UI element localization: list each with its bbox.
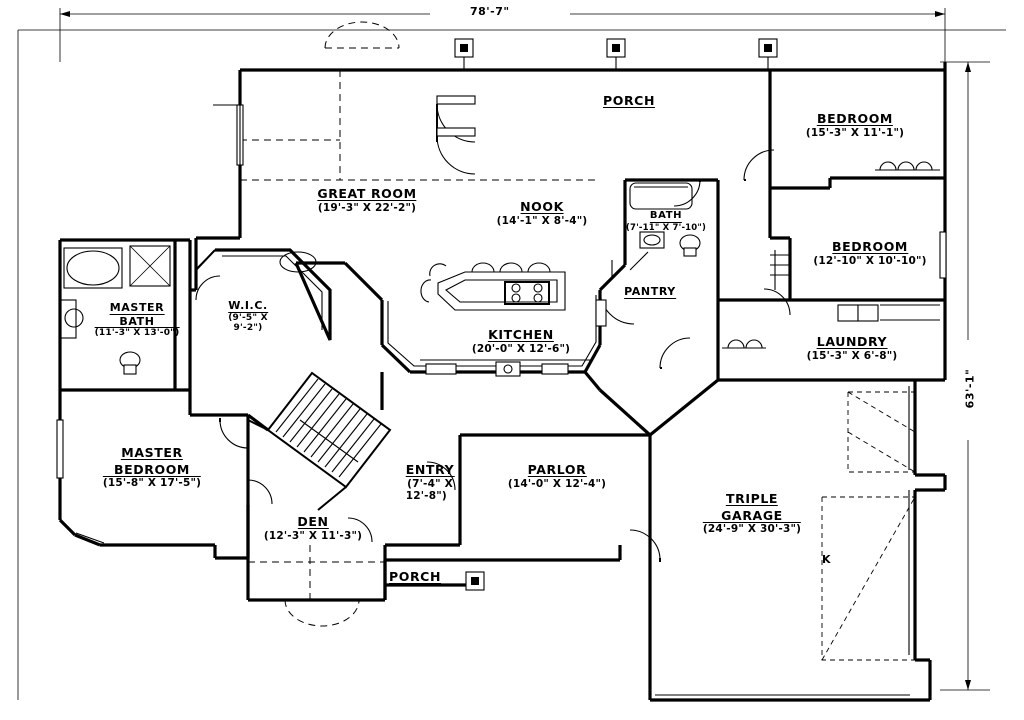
room-dimension: (12'-10" X 10'-10") xyxy=(813,254,927,267)
room-label-triple-garage: TRIPLE GARAGE (24'-9" X 30'-3") xyxy=(702,490,802,535)
room-label-bedroom-1: BEDROOM (15'-3" X 11'-1") xyxy=(806,110,904,139)
room-label-kitchen: KITCHEN (20'-0" X 12'-6") xyxy=(472,326,570,355)
garage-mark-label: K xyxy=(822,553,831,566)
room-label-bedroom-2: BEDROOM (12'-10" X 10'-10") xyxy=(813,238,926,267)
room-name-line1: MASTER xyxy=(121,445,183,461)
garage-walls xyxy=(650,380,947,702)
room-label-parlor: PARLOR (14'-0" X 12'-4") xyxy=(508,461,606,490)
room-label-den: DEN (12'-3" X 11'-3") xyxy=(264,513,362,542)
room-name: NOOK xyxy=(520,199,564,215)
room-dimension: (20'-0" X 12'-6") xyxy=(471,342,571,355)
bath-pantry-block xyxy=(598,178,720,325)
room-label-bath: BATH (7'-11" X 7'-10") xyxy=(626,205,706,232)
entry-parlor-den-walls xyxy=(246,433,661,700)
room-dimension: (12'-3" X 11'-3") xyxy=(263,529,363,542)
overall-width-dimension: 78'-7" xyxy=(470,5,510,18)
room-name: PANTRY xyxy=(624,285,676,299)
room-name-line1: MASTER xyxy=(109,301,165,315)
right-wing-walls xyxy=(659,62,947,382)
room-name: LAUNDRY xyxy=(816,334,888,350)
room-name: PORCH xyxy=(388,569,442,585)
room-label-master-bath: MASTER BATH (11'-3" X 13'-0") xyxy=(94,298,180,339)
overall-height-dimension: 63'-1" xyxy=(963,368,977,409)
room-label-pantry: PANTRY xyxy=(624,282,676,299)
hallway-walls xyxy=(247,370,720,437)
dimension-lines xyxy=(17,8,1006,700)
room-dimension: (15'-3" X 6'-8") xyxy=(806,349,898,362)
staircase xyxy=(247,371,392,511)
room-name: PORCH xyxy=(602,93,656,109)
room-name-line2: BATH xyxy=(94,316,180,329)
room-label-master-bedroom: MASTER BEDROOM (15'-8" X 17'-5") xyxy=(102,444,202,489)
room-dimension-line2: 9'-2") xyxy=(233,323,263,334)
room-name: BATH xyxy=(649,210,683,223)
top-porch-structure xyxy=(238,21,778,238)
master-suite-walls xyxy=(56,238,332,560)
room-dimension-line2: 12'-8") xyxy=(405,489,447,502)
great-room-walls xyxy=(194,70,600,290)
room-name-line1: TRIPLE xyxy=(725,491,779,507)
room-dimension-line1: (7'-4" X xyxy=(407,477,453,490)
room-name: ENTRY xyxy=(405,462,455,478)
room-name-line2: GARAGE xyxy=(702,509,802,523)
room-label-entry: ENTRY (7'-4" X 12'-8") xyxy=(405,461,455,502)
room-label-porch-top: PORCH xyxy=(602,92,656,109)
room-name: W.I.C. xyxy=(228,299,268,313)
room-dimension: (15'-8" X 17'-5") xyxy=(102,476,202,489)
room-name: BEDROOM xyxy=(817,111,893,127)
room-name: GREAT ROOM xyxy=(317,186,417,202)
room-dimension: (14'-0" X 12'-4") xyxy=(507,477,607,490)
room-label-wic: W.I.C. (9'-5" X 9'-2") xyxy=(228,296,268,334)
room-dimension: (19'-3" X 22'-2") xyxy=(317,201,417,214)
room-dimension: (24'-9" X 30'-3") xyxy=(702,522,802,535)
room-dimension: (14'-1" X 8'-4") xyxy=(496,214,588,227)
room-name: PARLOR xyxy=(527,462,587,478)
room-label-laundry: LAUNDRY (15'-3" X 6'-8") xyxy=(807,333,898,362)
room-dimension: (11'-3" X 13'-0") xyxy=(94,328,180,339)
room-dimension: (7'-11" X 7'-10") xyxy=(625,222,707,233)
room-name: BEDROOM xyxy=(832,239,908,255)
room-dimension-line1: (9'-5" X xyxy=(228,312,268,323)
room-label-nook: NOOK (14'-1" X 8'-4") xyxy=(497,198,588,227)
room-label-great-room: GREAT ROOM (19'-3" X 22'-2") xyxy=(317,185,417,214)
room-name: DEN xyxy=(297,514,329,530)
great-room-door xyxy=(436,95,476,175)
room-name-line2: BEDROOM xyxy=(102,463,202,477)
room-dimension: (15'-3" X 11'-1") xyxy=(805,126,905,139)
room-name: KITCHEN xyxy=(488,327,554,343)
kitchen-walls-and-island xyxy=(296,261,607,377)
room-label-porch-bottom: PORCH xyxy=(388,568,442,585)
